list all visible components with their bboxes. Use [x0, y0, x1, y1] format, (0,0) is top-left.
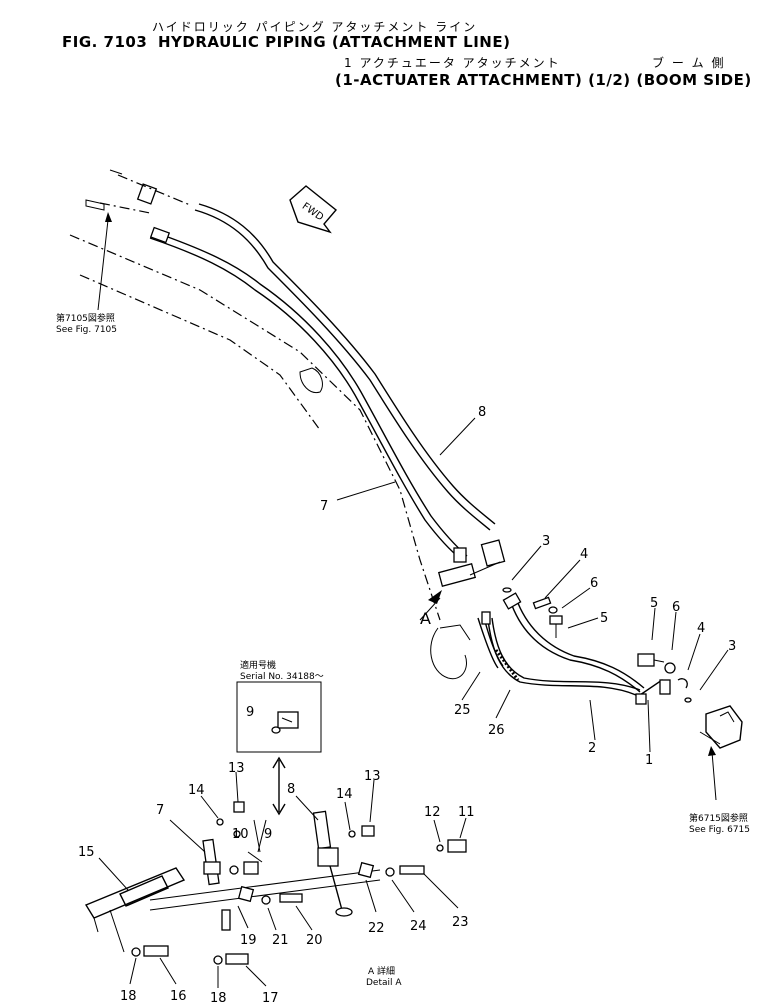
callout-13: 13: [228, 761, 245, 776]
callout-9: 9: [264, 827, 272, 842]
callout-5: 5: [650, 596, 658, 611]
serial-label: Serial No. 34188～: [240, 672, 324, 682]
callout-17: 17: [262, 991, 279, 1006]
figure-subtitle: (1-ACTUATER ATTACHMENT) (1/2) (BOOM SIDE…: [335, 71, 752, 89]
callout-15: 15: [78, 845, 95, 860]
fittings-upper: [502, 587, 692, 703]
callout-3: 3: [728, 639, 736, 654]
see-fig-7105-jp: 第7105図参照: [56, 312, 115, 324]
pipe-7: [149, 226, 468, 561]
subtitle-japanese: 1 アクチュエータ アタッチメント: [344, 56, 561, 70]
detail-a: [84, 771, 467, 988]
callout-23: 23: [452, 915, 469, 930]
callout-10: 10: [232, 827, 249, 842]
figure-title: HYDRAULIC PIPING (ATTACHMENT LINE): [158, 33, 511, 51]
callout-4: 4: [580, 547, 588, 562]
callout-numbers: 3 3 4 4 6 6 5 5 8 7 1 2 26 25 9 13 13 14…: [78, 405, 736, 1006]
see-fig-6715-jp: 第6715図参照: [689, 812, 748, 824]
svg-text:FWD: FWD: [300, 201, 326, 224]
hose-25: [477, 611, 504, 669]
callout-6: 6: [590, 576, 598, 591]
see-fig-7105: See Fig. 7105: [56, 325, 117, 335]
detail-a-label-jp: A 詳細: [368, 965, 395, 977]
callout-8: 8: [287, 782, 295, 797]
callout-6: 6: [672, 600, 680, 615]
leader-lines: [97, 212, 729, 801]
callout-3: 3: [542, 534, 550, 549]
callout-4: 4: [697, 621, 705, 636]
detail-a-pointer: [419, 590, 442, 621]
detail-a-label: Detail A: [366, 978, 402, 988]
title-japanese: ハイドロリック パイピング アタッチメント ライン: [152, 20, 478, 34]
callout-5: 5: [600, 611, 608, 626]
callout-7: 7: [320, 499, 328, 514]
valve-block: [699, 705, 743, 749]
boom-side-japanese: ブ ー ム 側: [652, 56, 726, 70]
see-fig-6715: See Fig. 6715: [689, 825, 750, 835]
callout-1: 1: [645, 753, 653, 768]
callout-9: 9: [246, 705, 254, 720]
detail-a-marker: A: [420, 609, 431, 628]
callout-8: 8: [478, 405, 486, 420]
callout-26: 26: [488, 723, 505, 738]
callout-11: 11: [458, 805, 475, 820]
callout-13: 13: [364, 769, 381, 784]
serial-inset: [236, 681, 322, 816]
callout-19: 19: [240, 933, 257, 948]
callout-14: 14: [336, 787, 353, 802]
serial-label-jp: 適用号機: [240, 659, 276, 671]
callout-16: 16: [170, 989, 187, 1004]
callout-7: 7: [156, 803, 164, 818]
callout-14: 14: [188, 783, 205, 798]
pipe-ends-left: [85, 169, 191, 214]
callout-24: 24: [410, 919, 427, 934]
figure-number: FIG. 7103: [62, 33, 148, 51]
fwd-arrow-icon: FWD: [289, 185, 338, 234]
hose-26: [487, 617, 641, 696]
callout-18: 18: [210, 991, 227, 1006]
pipe-1: [635, 679, 671, 705]
pipe-8: [136, 183, 496, 531]
pipe-2: [502, 592, 645, 693]
pipe-clamp: [437, 539, 506, 587]
callout-20: 20: [306, 933, 323, 948]
boom-outline: [69, 234, 471, 680]
callout-12: 12: [424, 805, 441, 820]
callout-2: 2: [588, 741, 596, 756]
callout-22: 22: [368, 921, 385, 936]
callout-18: 18: [120, 989, 137, 1004]
callout-25: 25: [454, 703, 471, 718]
callout-21: 21: [272, 933, 289, 948]
